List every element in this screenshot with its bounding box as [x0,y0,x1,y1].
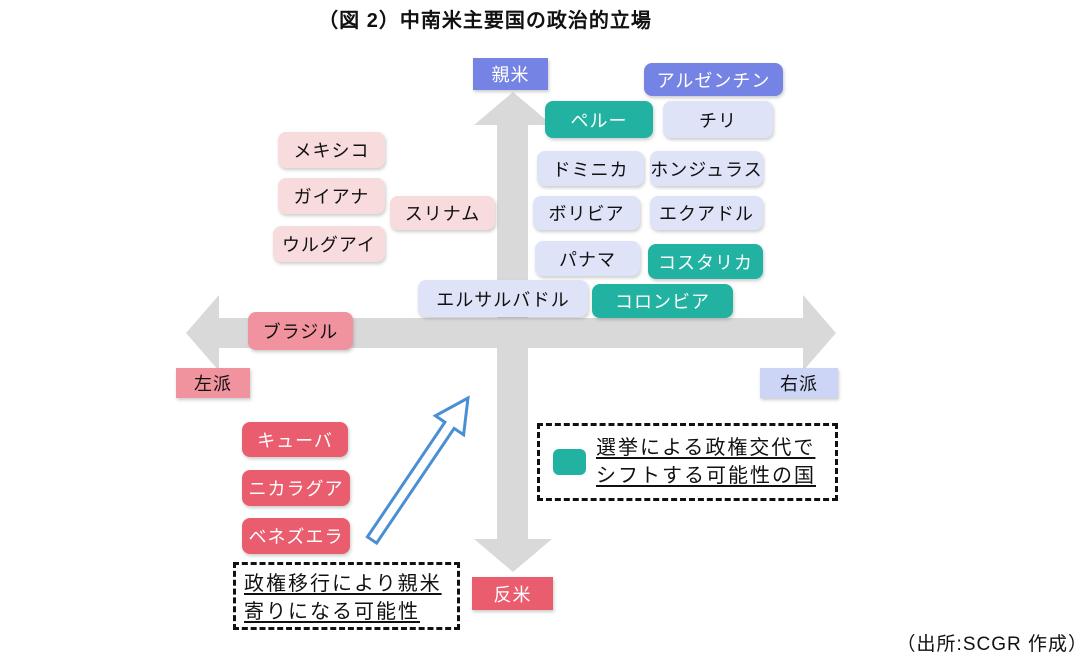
legend-text: 選挙による政権交代で シフトする可能性の国 [596,434,816,490]
country-el-salvador: エルサルバドル [418,280,588,317]
country-guyana: ガイアナ [278,178,385,214]
country-honduras: ホンジュラス [650,151,763,186]
vertical-axis-arrowhead-top [474,92,552,125]
country-dominica: ドミニカ [537,151,644,186]
country-suriname: スリナム [390,196,495,230]
axis-label-right-wing: 右派 [760,368,838,398]
axis-label-pro-us: 親米 [473,58,548,90]
country-bolivia: ボリビア [533,196,640,230]
legend-text-line2: シフトする可能性の国 [596,465,816,487]
country-mexico: メキシコ [278,132,385,168]
note-text-line1: 政権移行により親米 [244,573,442,595]
source-credit: （出所:SCGR 作成） [896,634,1088,655]
note-box: 政権移行により親米 寄りになる可能性 [233,562,460,630]
note-text-line2: 寄りになる可能性 [244,601,420,623]
legend-box: 選挙による政権交代で シフトする可能性の国 [537,423,838,501]
country-uruguay: ウルグアイ [273,226,385,262]
horizontal-axis-arrowhead-left [186,295,219,371]
country-chile: チリ [663,101,773,138]
country-peru: ペルー [545,101,653,138]
country-brazil: ブラジル [248,312,353,350]
country-nicaragua: ニカラグア [242,470,350,506]
axis-label-left-wing: 左派 [176,368,250,398]
figure-title: （図 2）中南米主要国の政治的立場 [318,10,652,32]
country-argentina: アルゼンチン [644,63,783,96]
vertical-axis-arrowhead-bottom [474,539,552,572]
legend-text-line1: 選挙による政権交代で [596,437,816,459]
country-ecuador: エクアドル [650,196,763,230]
country-panama: パナマ [535,241,640,276]
transition-arrow-icon [365,395,470,546]
legend-swatch-teal [553,449,586,475]
horizontal-axis-arrowhead-right [803,295,836,371]
country-venezuela: ベネズエラ [242,518,350,554]
country-colombia: コロンビア [592,284,733,318]
country-cuba: キューバ [242,422,348,457]
axis-label-anti-us: 反米 [472,577,553,610]
country-costa-rica: コスタリカ [648,244,763,279]
